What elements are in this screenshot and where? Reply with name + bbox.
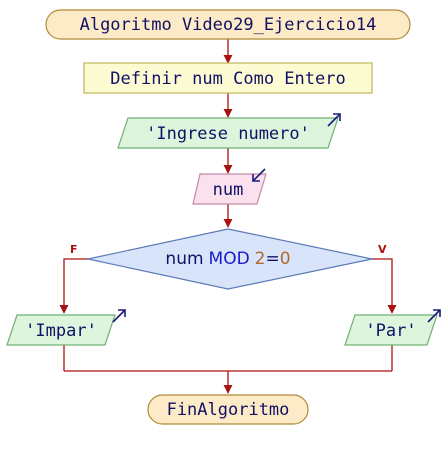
arrow-up-right-icon [327,113,341,127]
decision-operand: 2 [255,249,266,269]
connector-decision-false [59,258,88,314]
connectors [59,39,397,394]
input-num-text: num [213,180,244,200]
define-process-shape [83,62,373,94]
arrow-down-left-icon [252,168,266,182]
output-true-shape [344,314,438,346]
end-terminal-text: FinAlgoritmo [167,400,290,420]
output-prompt-shape [117,117,339,149]
arrow-up-right-icon [427,309,441,323]
connector-decision-true [372,258,397,314]
output-false-text: 'Impar' [25,321,97,341]
output-prompt-text: 'Ingrese numero' [146,124,310,144]
decision-true-label: V [378,243,387,256]
input-num-shape [192,173,267,205]
end-terminal-shape [147,394,309,425]
output-true-text: 'Par' [365,321,416,341]
start-terminal-text: Algoritmo Video29_Ejercicio14 [80,15,377,35]
output-false-shape [6,314,116,346]
decision-value: 0 [280,249,291,269]
start-terminal-shape [45,9,411,40]
arrow-up-right-icon [112,309,126,323]
decision-shape [87,228,373,290]
decision-false-label: F [70,243,78,256]
decision-operator: MOD [209,249,250,269]
decision-equals: = [266,249,280,269]
define-process-text: Definir num Como Entero [110,69,345,89]
decision-var: num [165,249,203,269]
